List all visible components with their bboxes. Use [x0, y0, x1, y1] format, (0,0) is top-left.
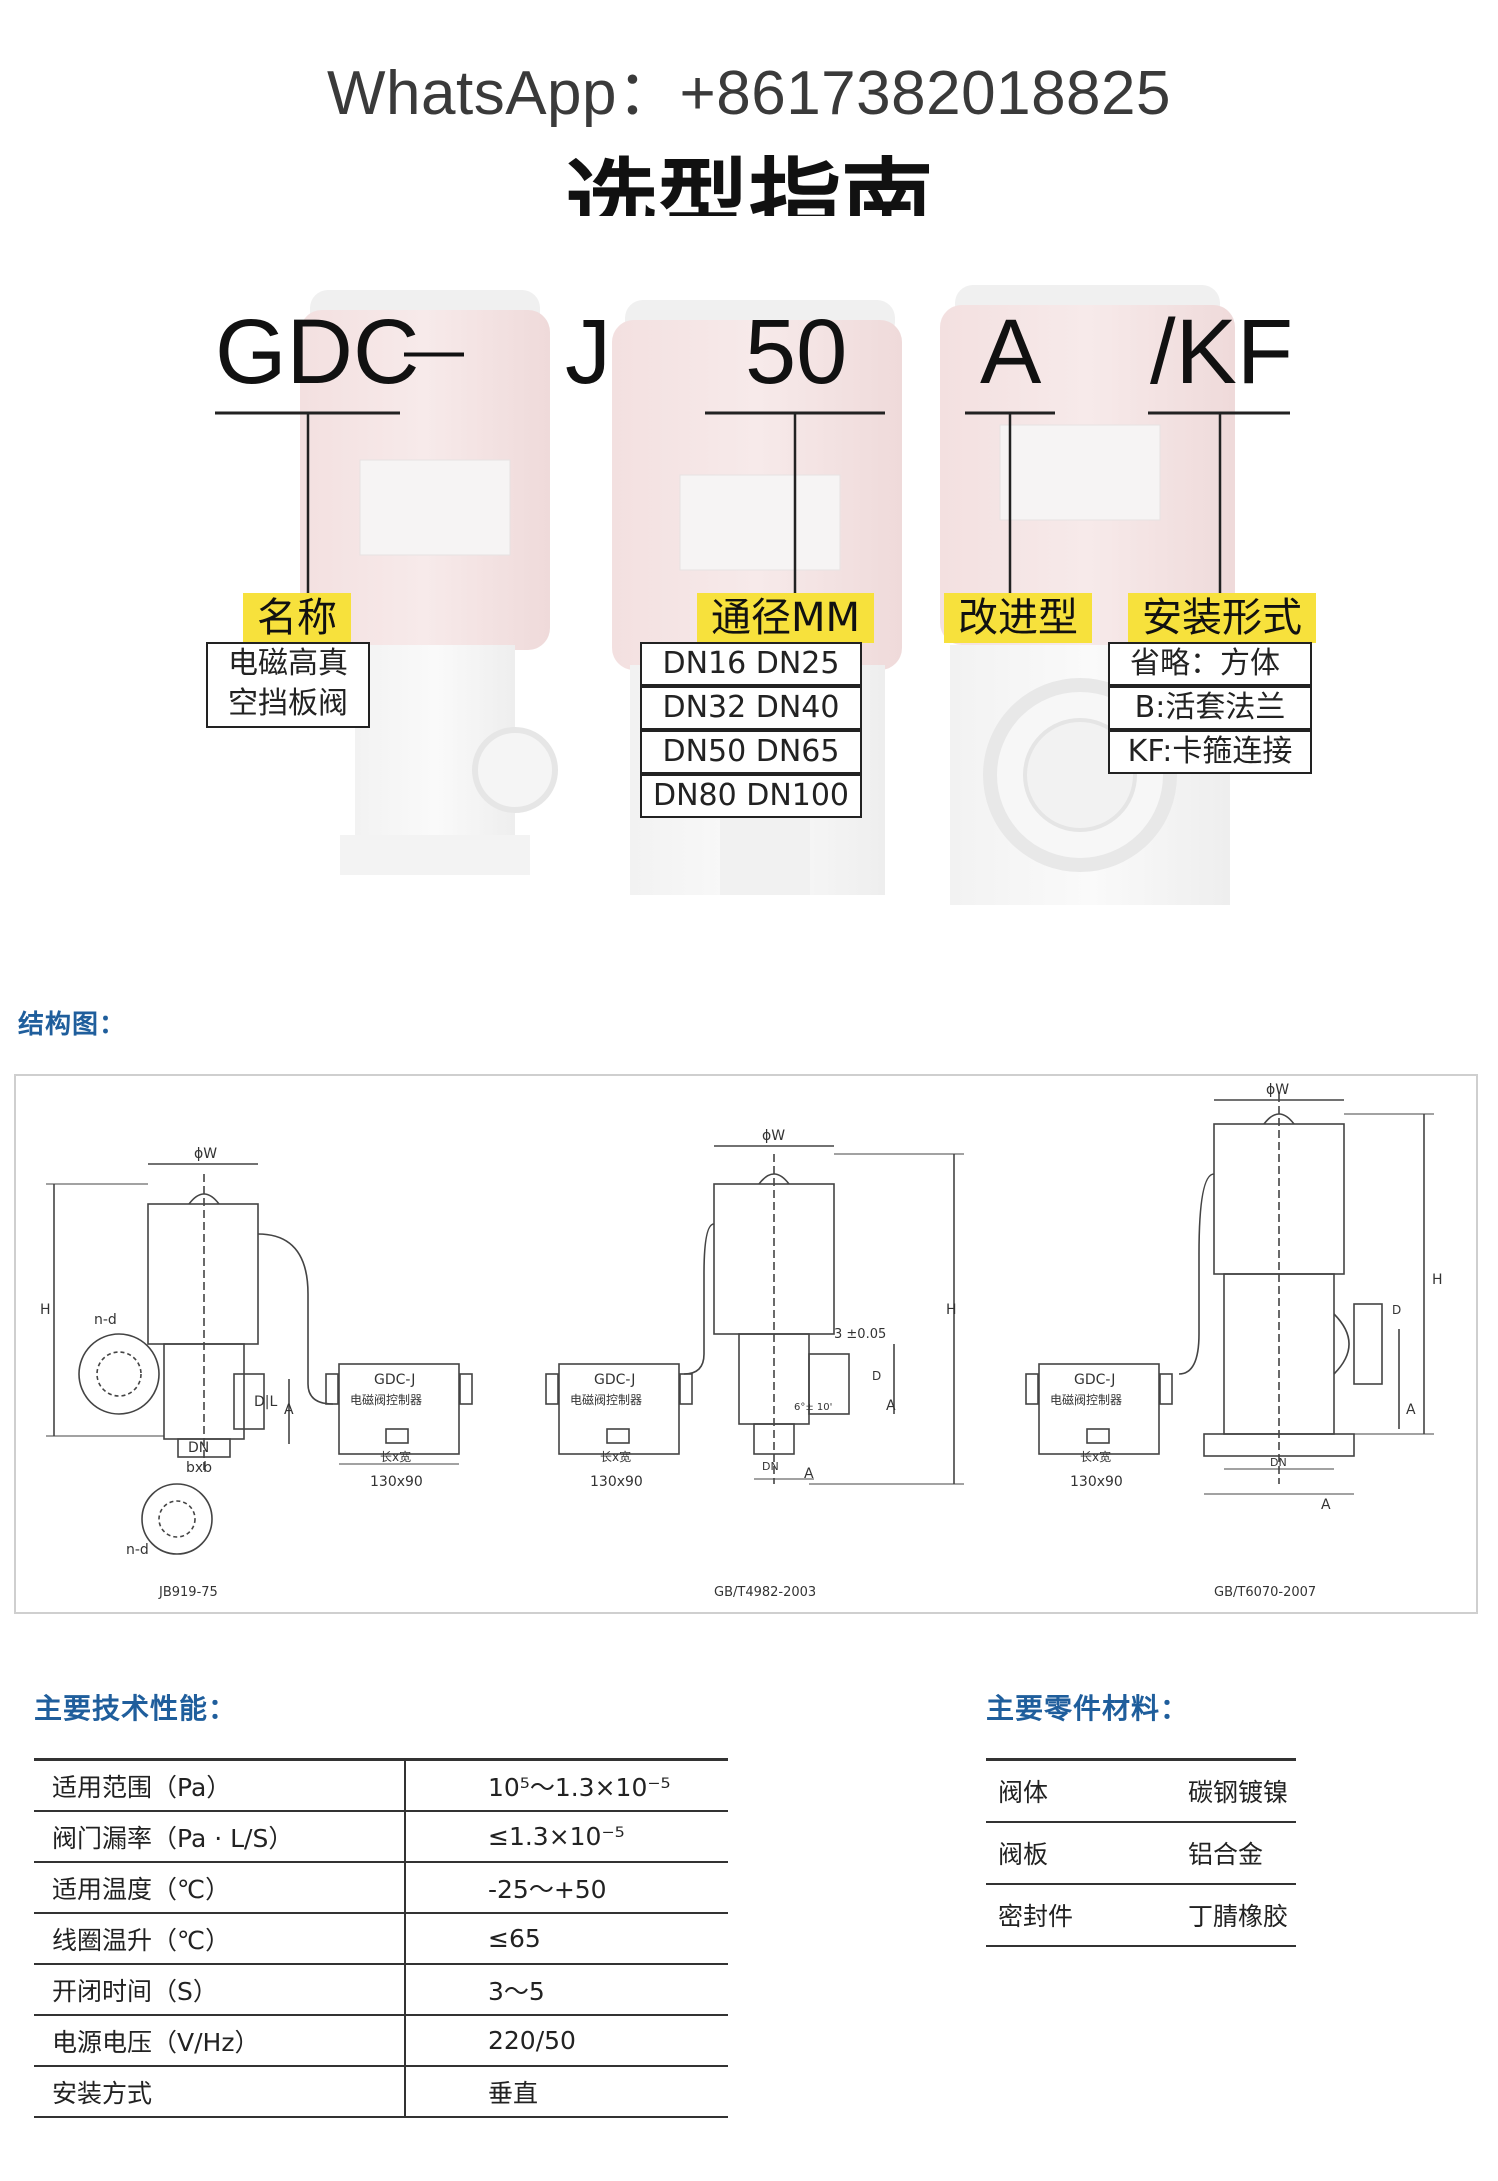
label-name: 名称: [243, 593, 351, 643]
valve-photo-left: [300, 290, 558, 875]
dim-w-3: ϕW: [1266, 1082, 1289, 1098]
spec-label: 适用范围（Pa）: [34, 1758, 406, 1812]
dim-nd-1: n-d: [94, 1312, 117, 1328]
spec-value: 10⁵～1.3×10⁻⁵: [405, 1758, 728, 1812]
structure-drawing: ϕW H n-d D|L A DN bxb n-d GDC-J 电磁阀控制器 长…: [14, 1074, 1478, 1614]
mount-option-1: 省略：方体: [1108, 642, 1312, 686]
controller-1-size: 130x90: [370, 1474, 423, 1490]
diameter-option-1: DN16 DN25: [640, 642, 862, 686]
diameter-option-2: DN32 DN40: [640, 686, 862, 730]
label-diameter: 通径MM: [697, 593, 875, 643]
dim-d-3: D: [1392, 1303, 1401, 1317]
material-value: 碳钢镀镍: [1176, 1758, 1296, 1823]
controller-1-sub: 电磁阀控制器: [350, 1392, 422, 1407]
table-row: 线圈温升（℃） ≤65: [34, 1913, 728, 1965]
dim-d-2: D: [872, 1369, 881, 1383]
dim-angle: 6°± 10': [794, 1402, 832, 1413]
dim-w-1: ϕW: [194, 1146, 217, 1162]
code-part-revision: A: [980, 301, 1042, 403]
spec-value: 220/50: [405, 2015, 728, 2067]
dim-tolerance: 3 ±0.05: [834, 1327, 886, 1342]
dim-a-3b: A: [1321, 1497, 1331, 1513]
material-value: 丁腈橡胶: [1176, 1884, 1296, 1947]
spec-label: 安装方式: [34, 2066, 406, 2118]
code-part-dash: —: [404, 316, 464, 383]
dim-dn-1: DN: [188, 1440, 209, 1456]
dim-nd-2: n-d: [126, 1542, 149, 1558]
controller-2-size-label: 长x宽: [600, 1449, 631, 1464]
controller-3-size: 130x90: [1070, 1474, 1123, 1490]
valve-photo-right: [940, 285, 1235, 905]
diameter-option-4: DN80 DN100: [640, 774, 862, 818]
dim-w-2: ϕW: [762, 1128, 785, 1144]
code-part-series: GDC: [215, 301, 420, 403]
controller-3-sub: 电磁阀控制器: [1050, 1392, 1122, 1407]
selection-guide-title: 选型指南: [564, 149, 933, 216]
table-row: 安装方式 垂直: [34, 2066, 728, 2118]
table-row: 阀门漏率（Pa · L/S） ≤1.3×10⁻⁵: [34, 1811, 728, 1863]
spec-value: 垂直: [405, 2066, 728, 2118]
name-box: 电磁高真 空挡板阀: [206, 642, 370, 728]
specs-table: 适用范围（Pa） 10⁵～1.3×10⁻⁵ 阀门漏率（Pa · L/S） ≤1.…: [34, 1758, 728, 2118]
spec-value: 3～5: [405, 1964, 728, 2016]
mount-option-2: B:活套法兰: [1108, 686, 1312, 730]
dim-a-2a: A: [886, 1398, 896, 1414]
name-line-2: 空挡板阀: [228, 686, 348, 721]
standard-2: GB/T4982-2003: [714, 1585, 816, 1600]
spec-label: 线圈温升（℃）: [34, 1913, 406, 1965]
dim-h-2: H: [946, 1302, 957, 1318]
name-line-1: 电磁高真: [228, 646, 348, 681]
dim-dl: D|L: [254, 1394, 277, 1410]
spec-value: -25～+50: [405, 1862, 728, 1914]
dim-bxb: bxb: [186, 1460, 212, 1476]
spec-label: 阀门漏率（Pa · L/S）: [34, 1811, 406, 1863]
whatsapp-contact: WhatsApp：+8617382018825: [327, 59, 1171, 128]
table-row: 开闭时间（S） 3～5: [34, 1964, 728, 2016]
controller-2-size: 130x90: [590, 1474, 643, 1490]
specs-title: 主要技术性能：: [34, 1692, 238, 1725]
dim-h-1: H: [40, 1302, 51, 1318]
table-row: 适用温度（℃） -25～+50: [34, 1862, 728, 1914]
code-part-mount: /KF: [1150, 301, 1294, 403]
material-part: 密封件: [986, 1884, 1176, 1947]
material-part: 阀板: [986, 1822, 1176, 1885]
dim-a-1: A: [284, 1402, 294, 1418]
standard-1: JB919-75: [158, 1585, 218, 1600]
spec-label: 适用温度（℃）: [34, 1862, 406, 1914]
code-part-type: J: [565, 301, 611, 403]
controller-3-label: GDC-J: [1074, 1372, 1115, 1388]
table-row: 阀板 铝合金: [986, 1822, 1296, 1885]
controller-2-sub: 电磁阀控制器: [570, 1392, 642, 1407]
table-row: 密封件 丁腈橡胶: [986, 1884, 1296, 1947]
dim-dn-2: DN: [762, 1460, 779, 1473]
controller-1-size-label: 长x宽: [380, 1449, 411, 1464]
materials-title: 主要零件材料：: [986, 1692, 1190, 1725]
table-row: 电源电压（V/Hz） 220/50: [34, 2015, 728, 2067]
dim-dn-3: DN: [1270, 1456, 1287, 1469]
code-part-diameter: 50: [745, 301, 848, 403]
label-mount: 安装形式: [1128, 593, 1316, 643]
diameter-option-3: DN50 DN65: [640, 730, 862, 774]
dim-a-3a: A: [1406, 1402, 1416, 1418]
controller-3-size-label: 长x宽: [1080, 1449, 1111, 1464]
mount-option-3: KF:卡箍连接: [1108, 730, 1312, 774]
controller-1-label: GDC-J: [374, 1372, 415, 1388]
label-revision: 改进型: [944, 593, 1092, 643]
table-row: 适用范围（Pa） 10⁵～1.3×10⁻⁵: [34, 1758, 728, 1812]
spec-value: ≤65: [405, 1913, 728, 1965]
controller-2-label: GDC-J: [594, 1372, 635, 1388]
standard-3: GB/T6070-2007: [1214, 1585, 1316, 1600]
spec-value: ≤1.3×10⁻⁵: [405, 1811, 728, 1863]
structure-title: 结构图：: [18, 1010, 127, 1040]
materials-table: 阀体 碳钢镀镍 阀板 铝合金 密封件 丁腈橡胶: [986, 1758, 1296, 1947]
spec-label: 开闭时间（S）: [34, 1964, 406, 2016]
material-value: 铝合金: [1176, 1822, 1296, 1885]
material-part: 阀体: [986, 1758, 1176, 1823]
spec-label: 电源电压（V/Hz）: [34, 2015, 406, 2067]
dim-h-3: H: [1432, 1272, 1443, 1288]
dim-a-2b: A: [804, 1466, 814, 1482]
table-row: 阀体 碳钢镀镍: [986, 1758, 1296, 1823]
